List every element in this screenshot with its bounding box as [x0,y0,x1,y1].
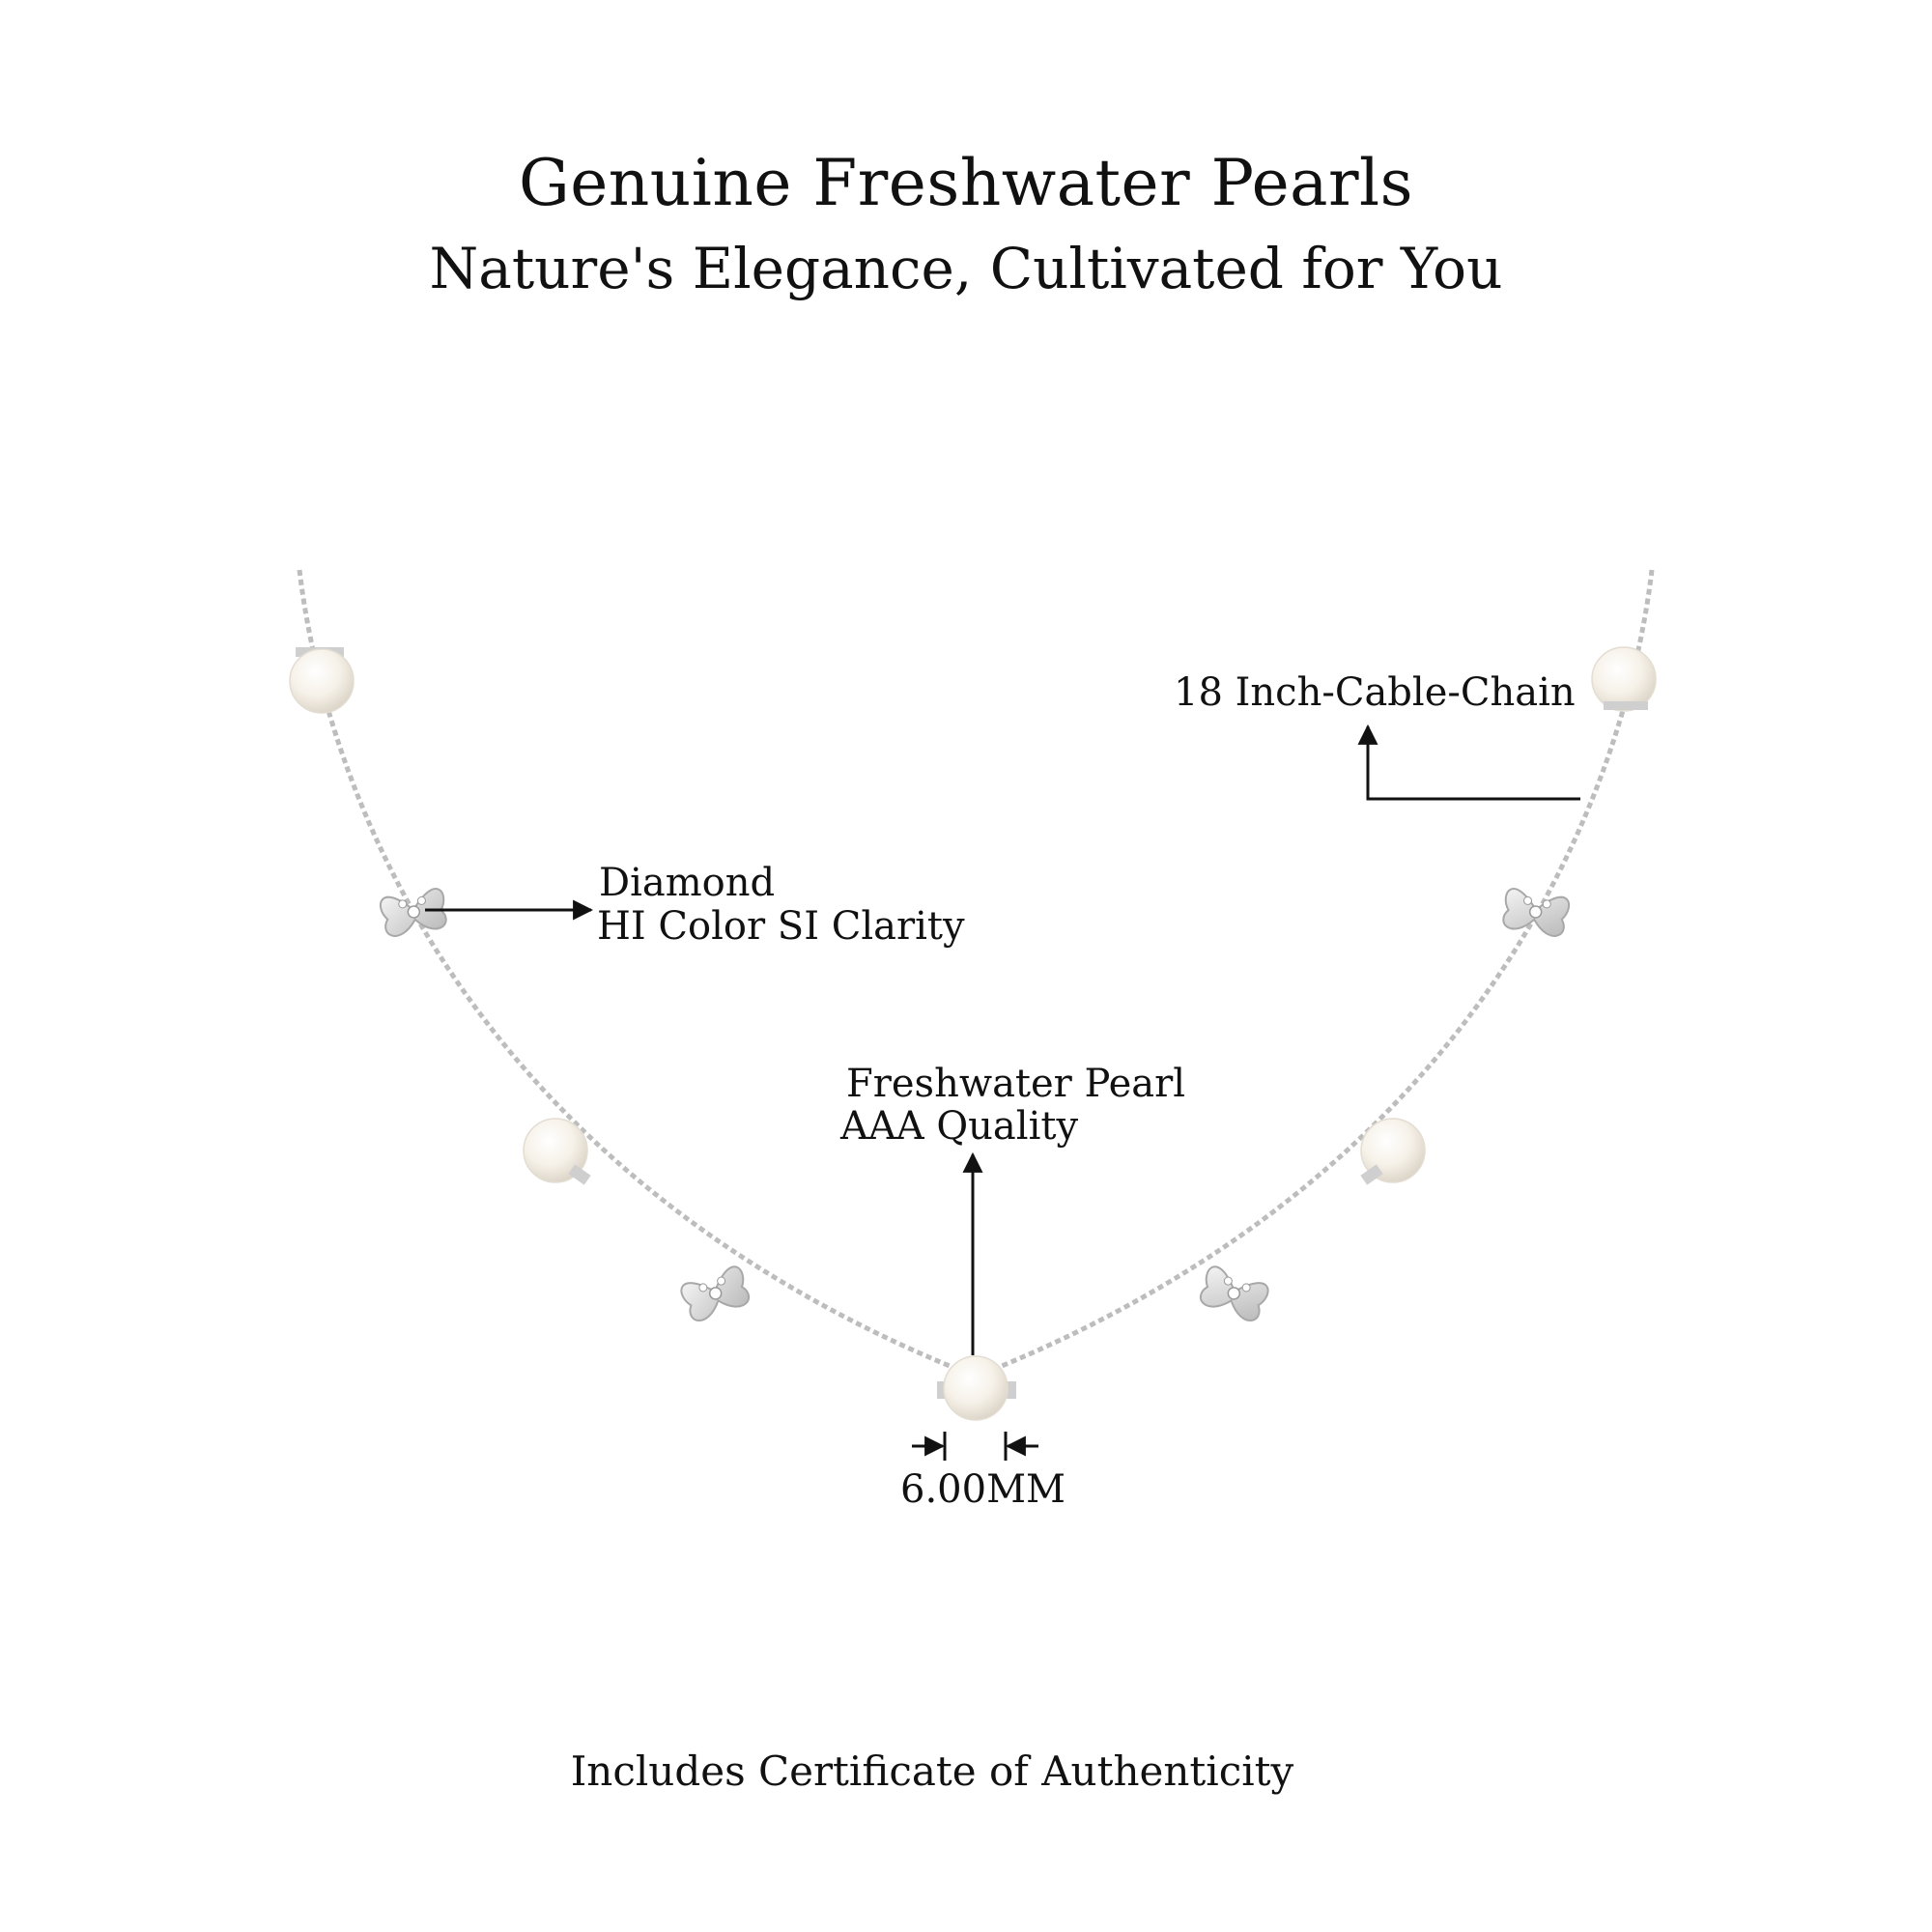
chain-left [297,569,977,1379]
diamond-grade-label: HI Color SI Clarity [597,904,965,949]
diamond-callout-label: Diamond [599,861,776,905]
pearl-icon [289,647,355,714]
pearl-icon [1591,646,1657,712]
pearl-icon [523,1118,591,1185]
butterfly-diamond-icon [1199,1265,1269,1321]
page-subtitle: Nature's Elegance, Cultivated for You [429,236,1503,301]
page-title: Genuine Freshwater Pearls [518,146,1414,220]
pearl-callout-label: Freshwater Pearl [846,1062,1186,1106]
pearl-quality-label: AAA Quality [840,1104,1079,1149]
pearl-size-label: 6.00MM [900,1467,1065,1512]
pearl-icon [1360,1118,1426,1185]
butterfly-diamond-icon [1502,888,1571,937]
chain-callout-label: 18 Inch-Cable-Chain [1174,670,1576,715]
pearl-icon [937,1355,1016,1421]
butterfly-diamond-icon [680,1265,751,1321]
chain-callout-arrow [1357,724,1580,801]
butterfly-diamond-icon [379,888,447,937]
pearl-size-dimension [912,1432,1038,1461]
certificate-note: Includes Certificate of Authenticity [570,1747,1294,1795]
